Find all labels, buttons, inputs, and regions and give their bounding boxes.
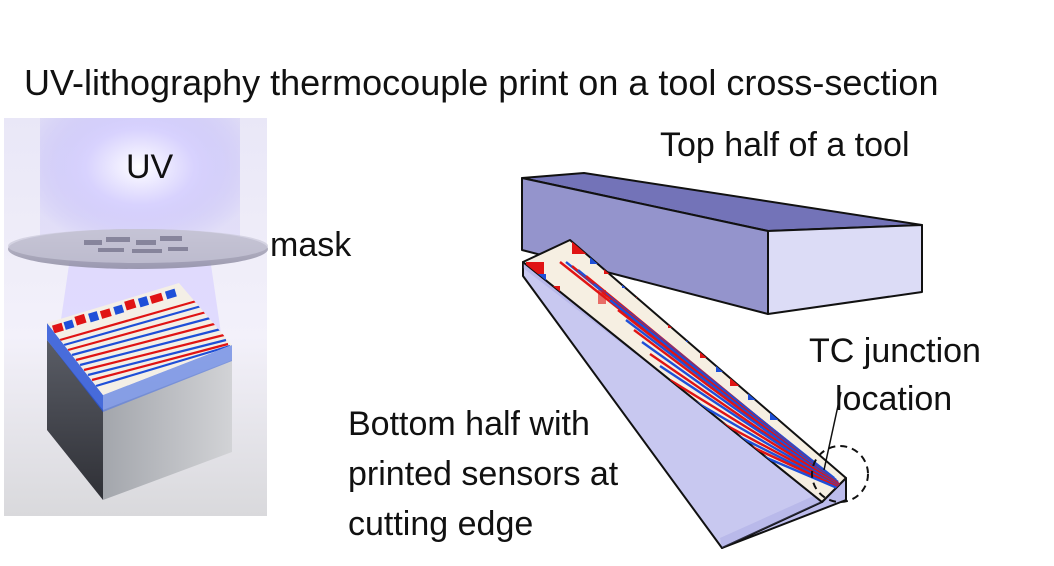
tool-top-half [521, 172, 923, 315]
substrate-block-side [103, 360, 232, 500]
bottom-half-label: Bottom half with printed sensors at cutt… [348, 399, 618, 549]
bottom-half-label-line3: cutting edge [348, 505, 534, 543]
tool-bottom-half [522, 239, 869, 549]
tc-junction-label-line1: TC junction [809, 332, 981, 370]
uv-lithography-illustration [4, 118, 268, 516]
uv-label: UV [126, 148, 174, 186]
mask-label: mask [270, 226, 352, 264]
tc-junction-label: TC junction location [809, 327, 981, 423]
tc-junction-pointer [823, 391, 842, 471]
printed-pattern-small [51, 288, 231, 394]
tc-junction-circle [811, 445, 869, 503]
bottom-half-label-line1: Bottom half with [348, 405, 590, 443]
substrate-block-front [47, 340, 103, 500]
figure-title: UV-lithography thermocouple print on a t… [24, 62, 939, 103]
tc-junction-label-line2: location [835, 380, 953, 418]
bottom-half-label-line2: printed sensors at [348, 455, 619, 493]
top-half-label: Top half of a tool [660, 126, 910, 164]
tool-top-front-right [767, 224, 923, 315]
